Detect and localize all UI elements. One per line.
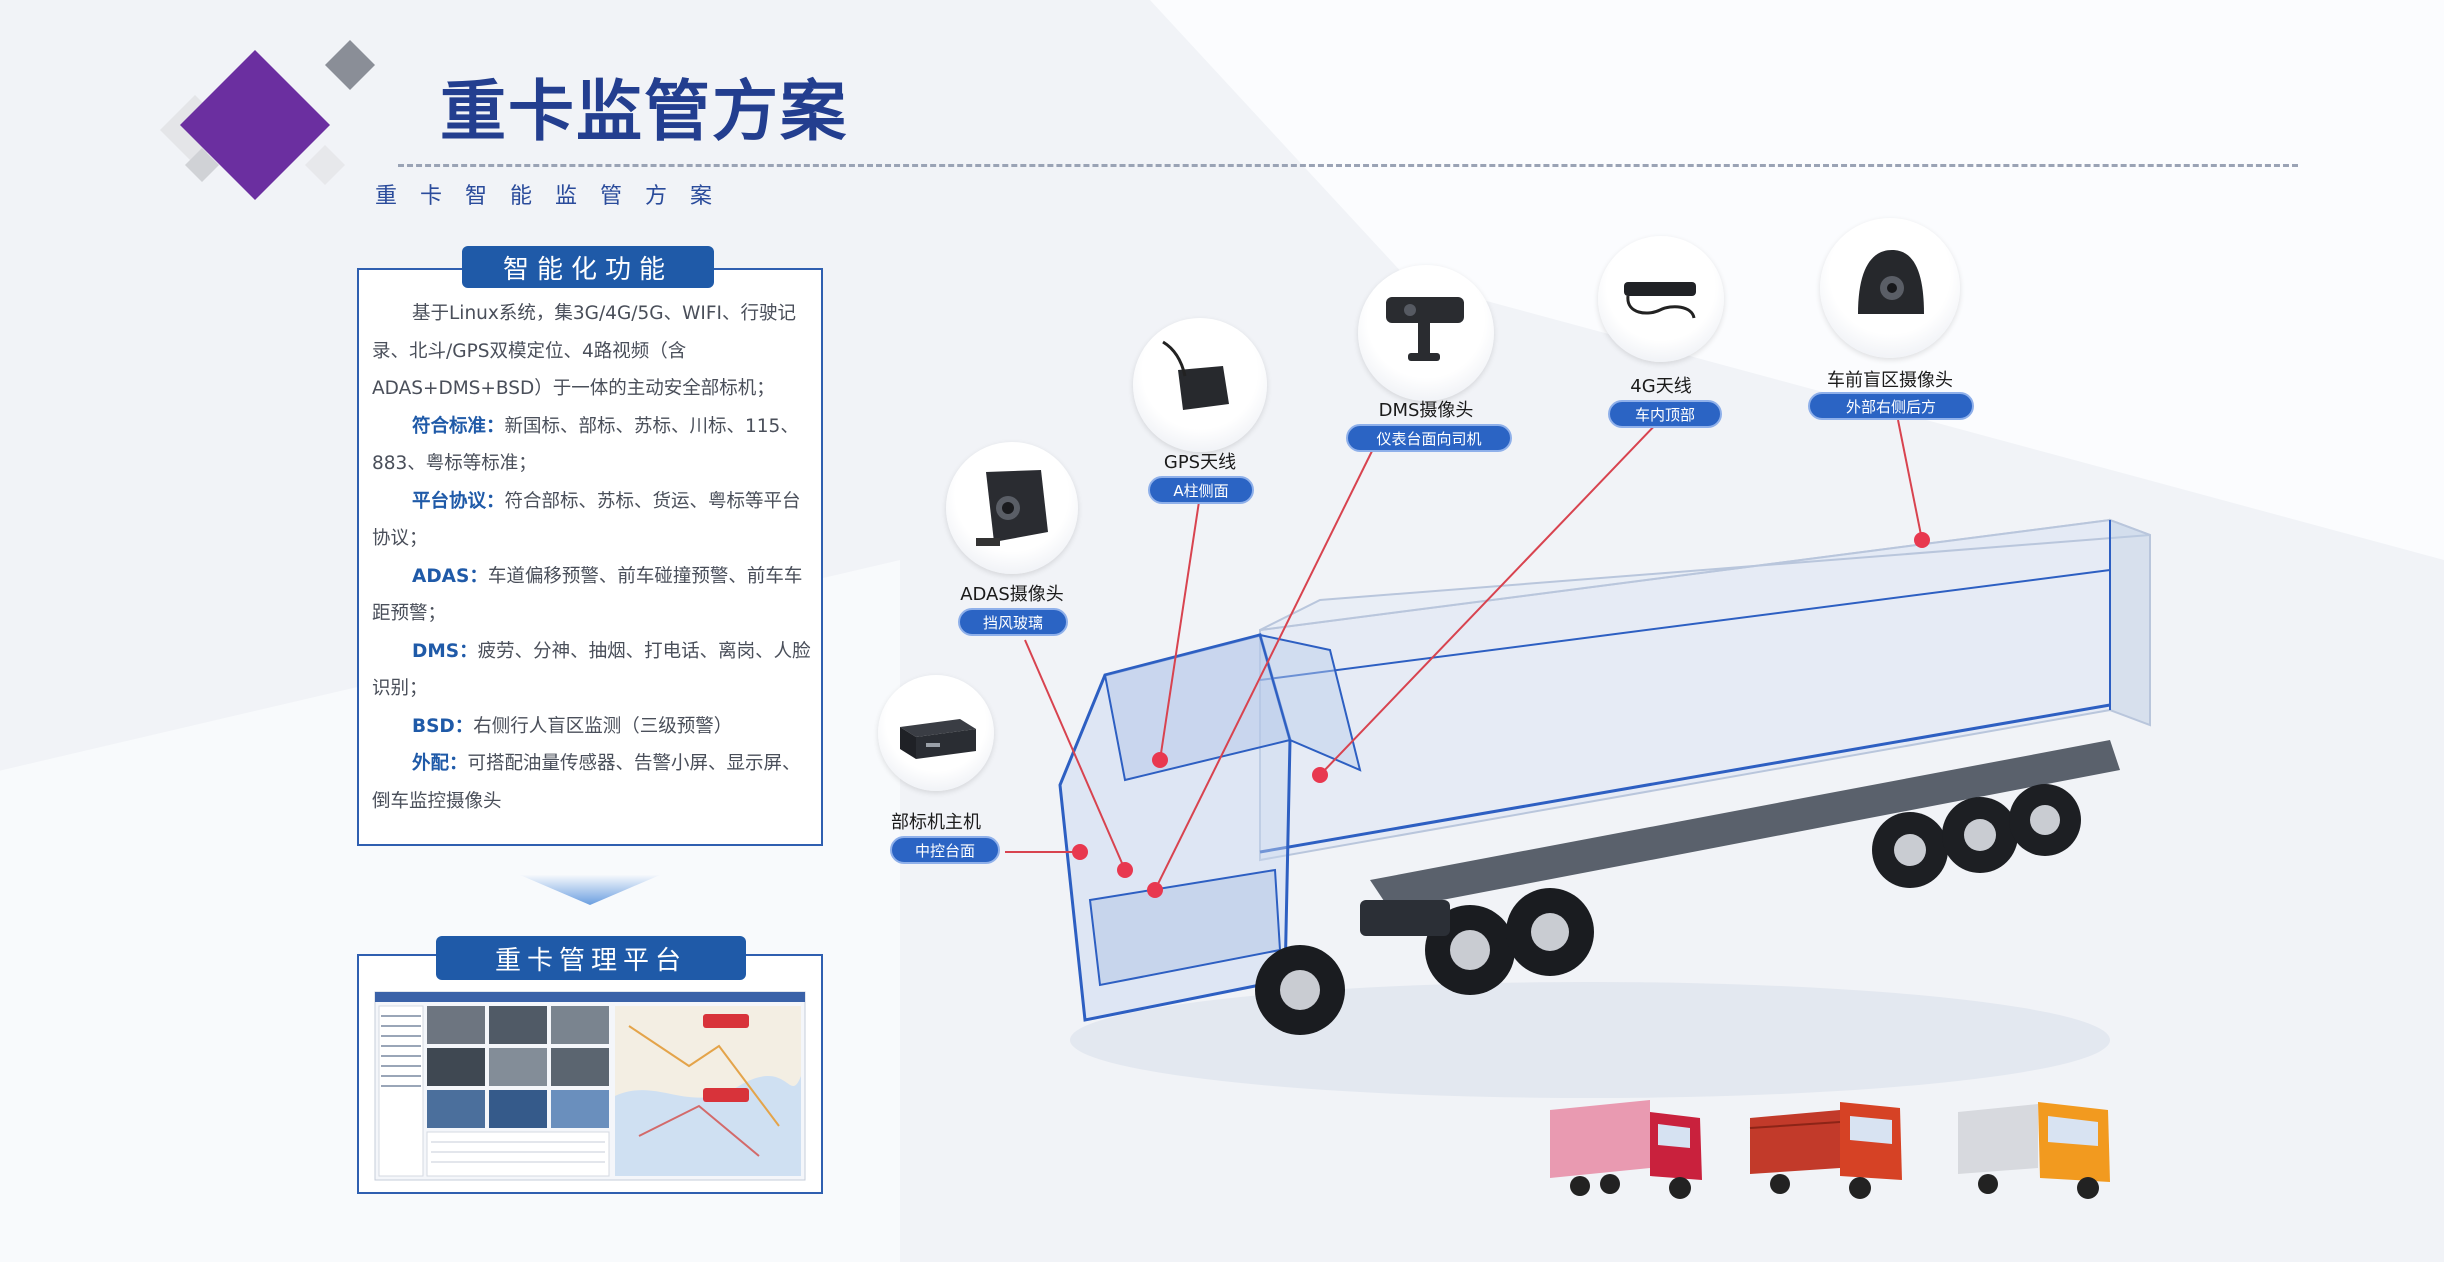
feature-text: 车道偏移预警、前车碰撞预警、前车车距预警； xyxy=(372,565,803,625)
device-label: DMS摄像头 xyxy=(1378,400,1474,421)
features-intro: 基于Linux系统，集3G/4G/5G、WIFI、行驶记录、北斗/GPS双模定位… xyxy=(372,303,796,399)
feature-text: 新国标、部标、苏标、川标、115、883、粤标等标准； xyxy=(372,415,799,475)
page-subtitle: 重卡智能监管方案 xyxy=(375,184,736,209)
device-label: 4G天线 xyxy=(1630,376,1692,397)
gps-antenna-icon xyxy=(1162,340,1229,410)
device-tag-pill: 中控台面 xyxy=(890,836,1000,864)
adas-camera-icon xyxy=(976,470,1048,546)
device-label: ADAS摄像头 xyxy=(960,584,1064,605)
features-heading: 智能化功能 xyxy=(462,246,714,288)
feature-item: BSD：右侧行人盲区监测（三级预警） xyxy=(372,708,812,746)
blindspot-camera-icon xyxy=(1858,250,1924,314)
device-label: 部标机主机 xyxy=(891,812,981,833)
device-gps-thumb xyxy=(1133,318,1267,452)
device-tag-pill: A柱侧面 xyxy=(1148,476,1254,504)
truck-illustration xyxy=(1058,518,2151,1098)
feature-label: ADAS： xyxy=(412,565,488,587)
platform-panel xyxy=(357,954,823,1194)
feature-item: 平台协议：符合部标、苏标、货运、粤标等平台协议； xyxy=(372,483,812,558)
feature-item: ADAS：车道偏移预警、前车碰撞预警、前车车距预警； xyxy=(372,558,812,633)
feature-item: 外配：可搭配油量传感器、告警小屏、显示屏、倒车监控摄像头 xyxy=(372,745,812,820)
device-4g-thumb xyxy=(1598,236,1724,362)
device-dms-thumb xyxy=(1358,265,1494,401)
logo-diamonds xyxy=(160,40,375,200)
down-arrow-icon xyxy=(520,875,660,905)
truck-thumb-red xyxy=(1749,1102,1902,1199)
platform-screenshot xyxy=(374,991,806,1181)
device-label: 车前盲区摄像头 xyxy=(1827,370,1953,391)
feature-label: 平台协议： xyxy=(412,490,505,512)
feature-item: 符合标准：新国标、部标、苏标、川标、115、883、粤标等标准； xyxy=(372,408,812,483)
feature-text: 符合部标、苏标、货运、粤标等平台协议； xyxy=(372,490,801,550)
features-body: 基于Linux系统，集3G/4G/5G、WIFI、行驶记录、北斗/GPS双模定位… xyxy=(372,295,812,820)
device-adas-thumb xyxy=(946,442,1078,574)
feature-text: 右侧行人盲区监测（三级预警） xyxy=(473,715,733,737)
4g-antenna-icon xyxy=(1624,282,1696,319)
device-blindspot-thumb xyxy=(1820,218,1960,358)
header-divider xyxy=(398,164,2298,167)
platform-heading: 重卡管理平台 xyxy=(436,936,746,980)
feature-item: DMS：疲劳、分神、抽烟、打电话、离岗、人脸识别； xyxy=(372,633,812,708)
feature-label: DMS： xyxy=(412,640,478,662)
truck-thumb-orange xyxy=(1958,1102,2110,1199)
feature-label: BSD： xyxy=(412,715,474,737)
truck-thumb-pink xyxy=(1550,1100,1702,1199)
page-title: 重卡监管方案 xyxy=(440,73,848,150)
feature-label: 外配： xyxy=(412,753,468,774)
device-tag-pill: 仪表台面向司机 xyxy=(1346,424,1512,452)
mdvr-icon xyxy=(900,719,976,759)
feature-text: 疲劳、分神、抽烟、打电话、离岗、人脸识别； xyxy=(372,640,811,700)
feature-label: 符合标准： xyxy=(412,415,505,437)
device-tag-pill: 挡风玻璃 xyxy=(958,608,1068,636)
device-tag-pill: 车内顶部 xyxy=(1608,400,1722,428)
device-tag-pill: 外部右侧后方 xyxy=(1808,392,1974,420)
device-mdvr-thumb xyxy=(878,675,994,791)
feature-text: 可搭配油量传感器、告警小屏、显示屏、倒车监控摄像头 xyxy=(372,753,801,812)
dms-camera-icon xyxy=(1386,297,1464,361)
features-panel xyxy=(357,268,823,846)
device-label: GPS天线 xyxy=(1163,452,1237,473)
